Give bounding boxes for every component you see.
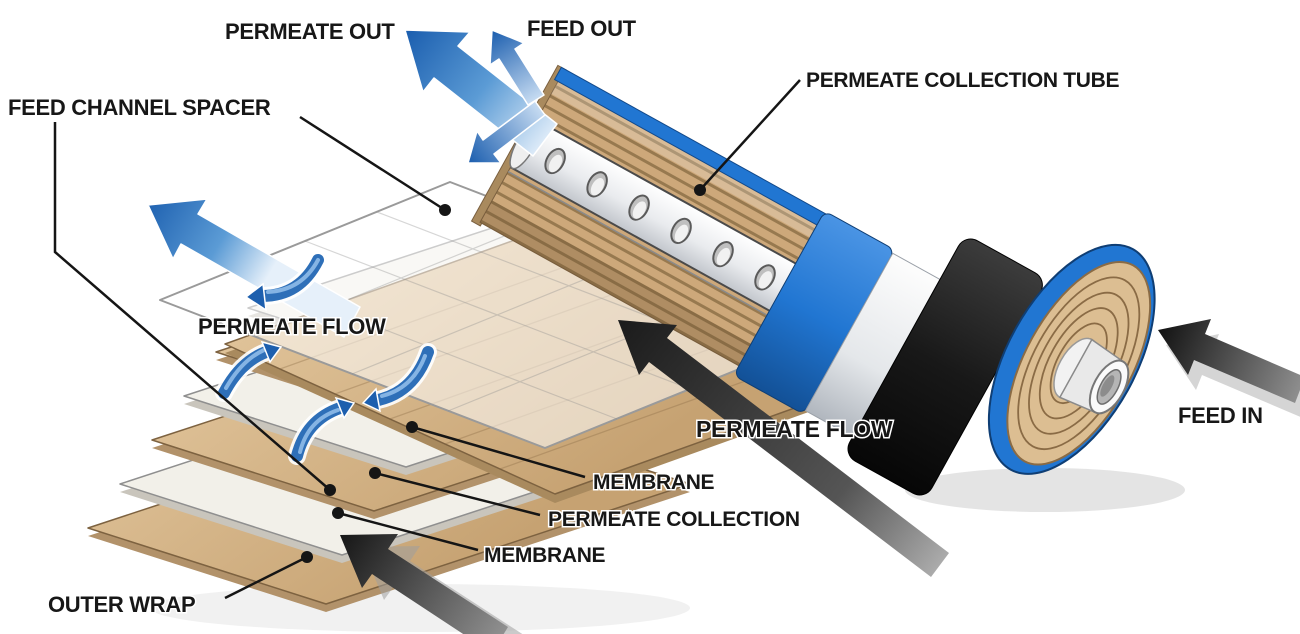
- tube-hole: [716, 247, 731, 266]
- membrane-lower-label: MEMBRANE: [484, 544, 606, 567]
- tube-hole: [632, 201, 647, 219]
- feed-bottom-arrow: [340, 534, 508, 634]
- feed-out-arrow-upper: [489, 29, 545, 106]
- membrane-roll: [470, 64, 1156, 496]
- feed-in-label: FEED IN: [1178, 403, 1263, 428]
- leader-dots: [301, 184, 706, 563]
- feed-out-arrow-lower: [467, 100, 546, 164]
- center-permeate-tube: [1053, 337, 1130, 415]
- roll-body-highlight: [551, 81, 823, 241]
- curved-arrow-up-right-1: [215, 340, 283, 402]
- leader-membrane-lower: [337, 511, 479, 552]
- leader-feed-channel-spacer-a: [299, 115, 446, 212]
- labels: PERMEATE OUT FEED OUT PERMEATE COLLECTIO…: [7, 15, 1265, 619]
- curved-arrow-down-left-2: [361, 343, 437, 413]
- leader-feed-channel-spacer-b: [53, 122, 331, 491]
- black-brine-seal-band: [847, 238, 1043, 496]
- permeate-collection-label: PERMEATE COLLECTION: [548, 508, 800, 531]
- dot-feed-channel-spacer-a: [439, 204, 451, 216]
- leader-membrane-upper: [411, 425, 586, 479]
- black-arrows: [340, 319, 1300, 634]
- blue-arrows: [147, 29, 558, 338]
- membrane-upper-label: MEMBRANE: [593, 471, 715, 494]
- dot-membrane-lower: [332, 507, 344, 519]
- stack-permeate-out-arrow: [147, 198, 361, 338]
- tube-hole: [548, 154, 563, 173]
- tube-holes: [544, 147, 776, 291]
- permeate-flow-arrow: [618, 320, 949, 577]
- dot-permeate-collection-tube: [694, 184, 706, 196]
- feed-out-label: FEED OUT: [527, 16, 637, 41]
- outer-wrap-label: OUTER WRAP: [48, 592, 195, 617]
- permeate-flow-curved-arrows: [215, 251, 437, 465]
- feed-channel-spacer-label: FEED CHANNEL SPACER: [8, 95, 271, 120]
- leader-outer-wrap: [224, 555, 308, 600]
- roll-body-shade: [480, 200, 757, 369]
- leader-permeate-collection: [374, 471, 541, 517]
- leader-permeate-collection-tube: [699, 79, 801, 191]
- leader-lines: [53, 79, 801, 600]
- roll-ground-shadow: [905, 468, 1185, 512]
- roll-end-face: [987, 243, 1156, 475]
- dot-permeate-collection: [369, 467, 381, 479]
- dot-membrane-upper: [406, 421, 418, 433]
- permeate-flow-right-label: PERMEATE FLOW: [696, 416, 893, 442]
- tube-hole: [674, 224, 689, 243]
- curved-arrow-down-left-1: [244, 251, 327, 312]
- curved-arrow-up-right-2: [288, 396, 356, 465]
- permeate-flow-left-label: PERMEATE FLOW: [198, 314, 386, 339]
- feed-in-arrow: [1158, 319, 1300, 403]
- tube-hole: [758, 271, 773, 289]
- permeate-collection-tube-label: PERMEATE COLLECTION TUBE: [806, 69, 1120, 92]
- dot-outer-wrap: [301, 551, 313, 563]
- dot-feed-channel-spacer-b: [324, 484, 336, 496]
- tube-hole: [590, 178, 605, 196]
- permeate-out-label: PERMEATE OUT: [225, 19, 395, 44]
